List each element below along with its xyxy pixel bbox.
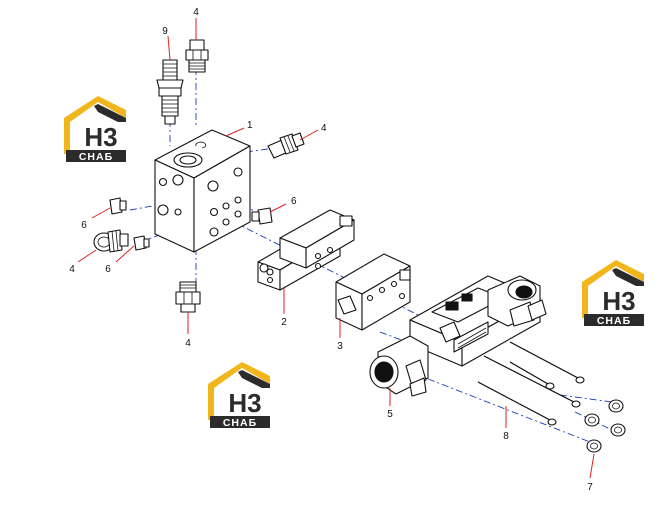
logo-word-center: СНАБ — [223, 417, 257, 429]
callout-4-bottom: 4 — [185, 338, 191, 349]
callout-4-top: 4 — [193, 7, 199, 18]
part-4-fitting-bottom — [175, 281, 201, 313]
callout-6-lower: 6 — [105, 264, 111, 275]
leader-lines — [77, 18, 595, 479]
part-6-plug-right — [251, 207, 273, 225]
logo-mark-right: H3 — [602, 286, 635, 316]
logo-watermark-left: H3 СНАБ — [64, 96, 126, 163]
callout-8: 8 — [503, 431, 509, 442]
part-9-pressure-switch — [156, 59, 184, 125]
part-7-nuts — [584, 399, 626, 453]
logo-mark-center: H3 — [228, 388, 261, 418]
assembly-axis-lines — [129, 68, 613, 443]
part-8-bolts — [477, 341, 585, 426]
part-5-directional-valve — [369, 275, 547, 397]
part-4-fitting-top — [185, 39, 209, 73]
callout-6-left: 6 — [81, 220, 87, 231]
callout-4-right: 4 — [321, 123, 327, 134]
logo-mark-left: H3 — [84, 122, 117, 152]
callout-2: 2 — [281, 317, 287, 328]
callout-4-left: 4 — [69, 264, 75, 275]
part-1-manifold-block — [154, 129, 251, 253]
part-4-fitting-right — [267, 132, 305, 159]
part-4-fitting-left — [93, 229, 129, 253]
logo-word-right: СНАБ — [597, 315, 631, 327]
part-2-solenoid-valve — [257, 209, 355, 291]
callout-5: 5 — [387, 409, 393, 420]
callout-9: 9 — [162, 26, 168, 37]
callout-3: 3 — [337, 341, 343, 352]
logo-word-left: СНАБ — [79, 151, 113, 163]
callout-7: 7 — [587, 482, 593, 493]
callout-6-right: 6 — [291, 196, 297, 207]
part-3-sandwich-block — [335, 253, 411, 331]
logo-watermark-right: H3 СНАБ — [582, 260, 644, 327]
callout-1: 1 — [247, 120, 253, 131]
part-6-plug-lower — [133, 235, 150, 251]
logo-watermark-center: H3 СНАБ — [208, 362, 270, 429]
callout-labels: 4 9 1 4 6 6 4 6 4 2 3 5 8 7 — [69, 7, 593, 493]
part-6-plug-left — [109, 197, 127, 215]
